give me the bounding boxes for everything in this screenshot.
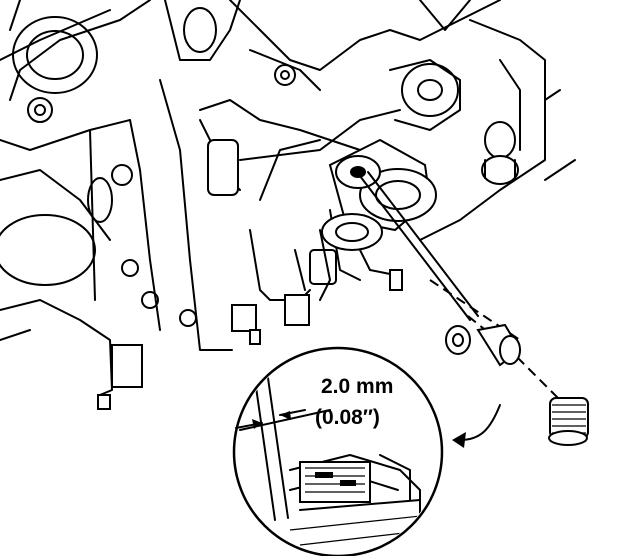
- measurement-mm-label: 2.0 mm: [321, 375, 393, 398]
- detail-arrow: [452, 404, 501, 448]
- measurement-in-label: (0.08″): [315, 406, 380, 429]
- threaded-plug: [548, 397, 589, 446]
- detail-inset: [232, 346, 444, 556]
- timing-cover: [199, 99, 401, 345]
- cylinder-head-area: [229, 0, 576, 241]
- engine-block: [0, 0, 241, 410]
- tensioner-assembly: [319, 138, 437, 301]
- bolt-head: [445, 325, 471, 355]
- sleeve-fitting: [476, 323, 522, 367]
